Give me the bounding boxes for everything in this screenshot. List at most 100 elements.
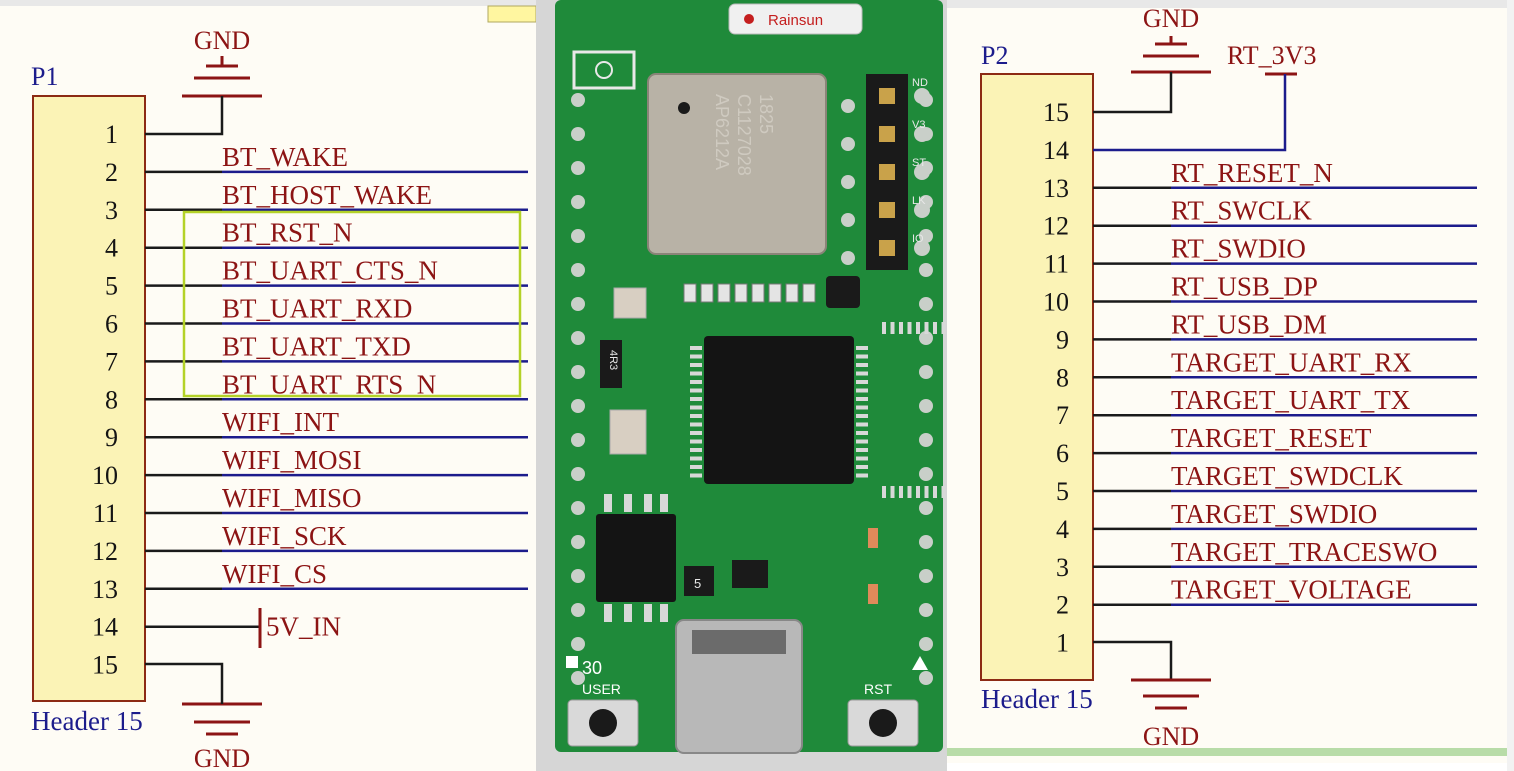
smd-resistor <box>734 283 748 303</box>
bt-uart-highlight-box <box>182 210 522 398</box>
via-pad <box>841 251 855 265</box>
mcu-pin <box>856 414 868 418</box>
mcu-pin <box>690 465 702 469</box>
mcu-pin <box>856 405 868 410</box>
silk-triangle <box>912 656 928 670</box>
mcu-pin <box>690 354 702 359</box>
reset-button-label: RST <box>864 681 892 697</box>
cropped-toolbar-strip <box>0 0 536 6</box>
net-label: TARGET_TRACESWO <box>1171 537 1437 567</box>
mcu-pin <box>690 363 702 367</box>
header-body-right <box>980 73 1094 681</box>
pin-number: 2 <box>1056 591 1069 620</box>
mcu-pin <box>899 322 903 334</box>
mcu-pin <box>924 486 929 498</box>
mcu-pin <box>690 371 702 376</box>
mcu-pin <box>856 380 868 384</box>
header-label-io: IO <box>912 233 924 245</box>
mcu-pin <box>856 448 868 452</box>
net-label: 5V_IN <box>266 612 341 642</box>
mcu-pin <box>882 322 886 334</box>
pin-number: 6 <box>1056 439 1069 468</box>
header-pin <box>879 88 895 104</box>
mcu-pin <box>690 388 702 393</box>
castellated-pad <box>919 637 933 651</box>
mcu-pin <box>856 422 868 427</box>
inductor-marking: 4R3 <box>607 350 619 370</box>
net-label: WIFI_SCK <box>222 521 347 551</box>
castellated-pad <box>919 671 933 685</box>
pin-number: 1 <box>105 120 118 149</box>
mcu-pin <box>856 354 868 359</box>
flash-chip <box>596 514 676 602</box>
smd-resistor <box>717 283 731 303</box>
mcu-pin <box>899 486 903 498</box>
mcu-pin <box>882 486 886 498</box>
silk-number: 30 <box>582 658 602 678</box>
mcu-pin <box>690 380 702 384</box>
header-label-v3: V3 <box>912 119 925 131</box>
smd-resistor <box>751 283 765 303</box>
castellated-pad <box>571 93 585 107</box>
castellated-pad <box>919 297 933 311</box>
castellated-pad <box>919 263 933 277</box>
pin14-power-wire <box>1093 74 1287 152</box>
pin-number: 14 <box>1043 136 1069 165</box>
header-pad <box>914 164 930 180</box>
castellated-pad <box>571 637 585 651</box>
net-label: TARGET_RESET <box>1171 423 1372 453</box>
net-label: TARGET_SWDCLK <box>1171 461 1403 491</box>
mcu-pin <box>890 322 895 334</box>
castellated-pad <box>919 501 933 515</box>
castellated-pad <box>571 297 585 311</box>
mcu-pin <box>690 346 702 350</box>
smd-resistor-row <box>683 283 816 303</box>
mcu-pin <box>941 322 946 334</box>
pin-number: 13 <box>92 575 118 604</box>
net-label: BT_UART_CTS_N <box>222 256 438 286</box>
header-pin <box>879 202 895 218</box>
board-photo: Rainsun AP6212A C1127028 1825 ND V3 ST L… <box>536 0 947 771</box>
net-label: WIFI_CS <box>222 559 327 589</box>
castellated-pad <box>571 671 585 685</box>
gnd-label-top-right: GND <box>1143 4 1199 33</box>
user-button-label: USER <box>582 681 621 697</box>
net-label: BT_RST_N <box>222 218 353 248</box>
header-pins <box>841 88 930 265</box>
left-pin-rows: 12BT_WAKE3BT_HOST_WAKE4BT_RST_N5BT_UART_… <box>92 120 528 680</box>
mcu-pin <box>690 431 702 435</box>
castellated-pad <box>571 501 585 515</box>
ldo <box>732 560 768 588</box>
mcu-pin <box>856 371 868 376</box>
castellated-pad <box>571 433 585 447</box>
crystal-small <box>613 287 647 319</box>
gnd-symbol-bottom <box>182 702 262 736</box>
regulator-marking: 5 <box>694 576 701 591</box>
gnd-label-bottom-right: GND <box>1143 722 1199 751</box>
pin-number: 6 <box>105 310 118 339</box>
antenna-connector <box>572 50 636 90</box>
mcu-pin <box>690 405 702 410</box>
gnd-label-top: GND <box>194 26 250 55</box>
led-2 <box>868 584 878 604</box>
castellated-pad <box>571 161 585 175</box>
smd-resistor <box>785 283 799 303</box>
net-label: BT_UART_TXD <box>222 331 411 361</box>
mcu-pin <box>856 346 868 350</box>
castellated-pad <box>571 365 585 379</box>
pin-number: 10 <box>92 461 118 490</box>
gnd-label-bottom: GND <box>194 744 250 771</box>
mcu-pin <box>856 473 868 478</box>
header-label-lk: LK <box>912 195 926 207</box>
mcu-pins <box>690 322 946 498</box>
pin-number: 3 <box>105 196 118 225</box>
pin-number: 11 <box>93 499 118 528</box>
left-schematic-canvas: P1 Header 15 GND 12BT_WAKE3BT_HOST_WAKE4… <box>0 0 536 771</box>
smd-resistor <box>683 283 697 303</box>
wifi-bt-module <box>647 73 827 255</box>
mcu-pin <box>856 363 868 367</box>
component-label-right: Header 15 <box>981 684 1093 714</box>
castellated-pad <box>571 195 585 209</box>
header-label-nd: ND <box>912 77 928 89</box>
